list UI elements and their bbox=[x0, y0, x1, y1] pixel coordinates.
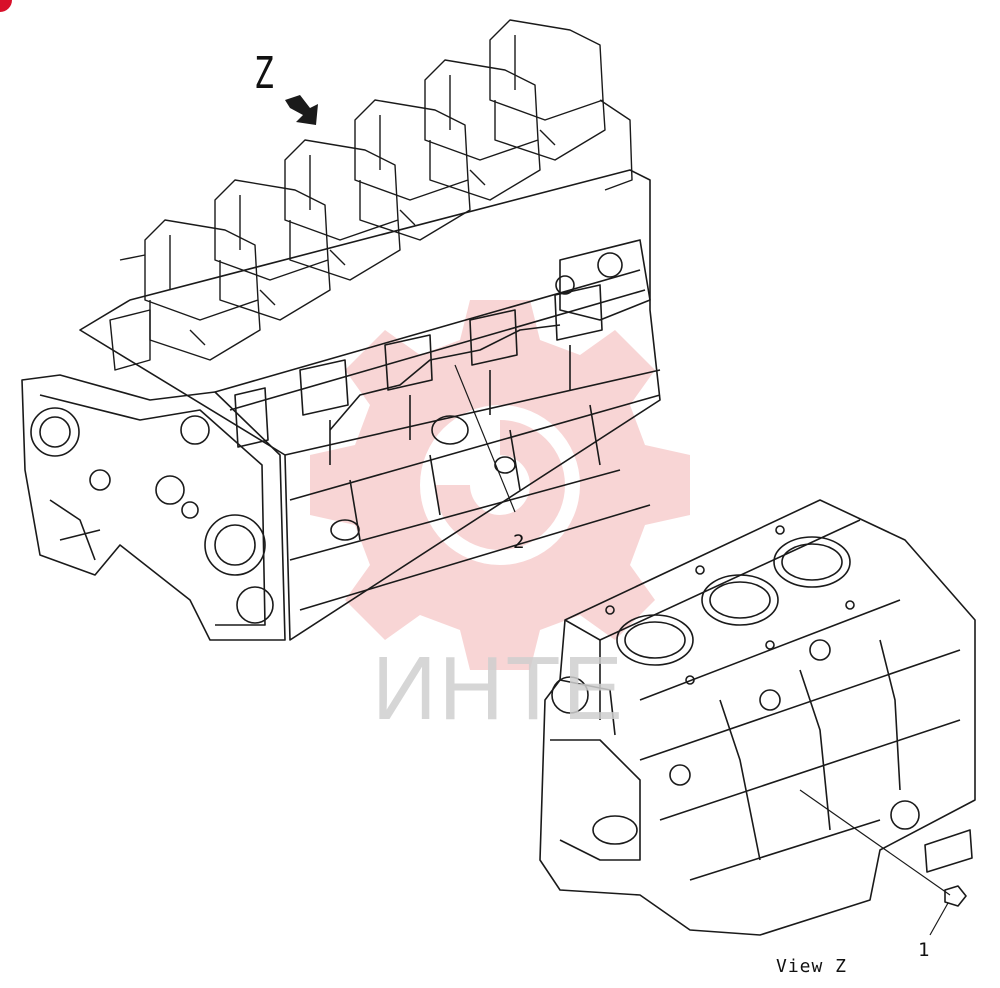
leader-line-2 bbox=[454, 364, 516, 513]
view-marker-label: Z bbox=[254, 48, 274, 99]
watermark-gear bbox=[310, 300, 690, 670]
leader-line-1 bbox=[799, 789, 951, 936]
engine-block-main bbox=[21, 19, 661, 641]
watermark-text: ИНТЕ bbox=[372, 639, 625, 739]
callout-2: 2 bbox=[513, 531, 525, 553]
view-caption: View Z bbox=[776, 956, 848, 977]
view-direction-arrow bbox=[285, 95, 318, 125]
callout-1: 1 bbox=[918, 939, 930, 961]
engine-block-view-z bbox=[539, 499, 976, 936]
